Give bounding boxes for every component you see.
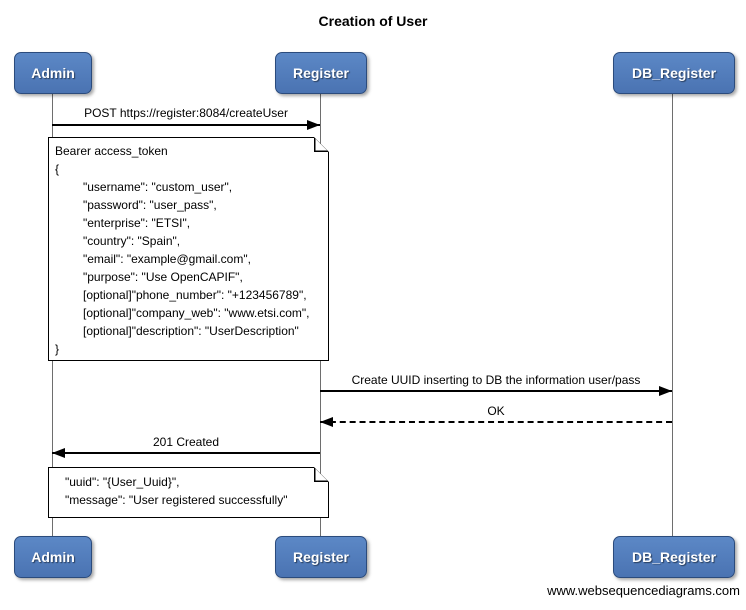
message-ok-line xyxy=(320,421,672,423)
actor-db-register-label: DB_Register xyxy=(631,65,717,81)
arrowhead-right-icon xyxy=(659,386,672,396)
message-create-uuid-label: Create UUID inserting to DB the informat… xyxy=(351,373,641,387)
actor-db-register-label: DB_Register xyxy=(631,549,717,565)
note-line: { xyxy=(55,162,60,176)
message-201-created-line xyxy=(52,452,320,454)
actor-admin-label: Admin xyxy=(31,65,75,81)
note-line: [optional]"phone_number": "+123456789", xyxy=(83,288,307,302)
note-line: "password": "user_pass", xyxy=(83,198,217,212)
note-line: "purpose": "Use OpenCAPIF", xyxy=(83,270,243,284)
actor-admin-label: Admin xyxy=(31,549,75,565)
note-line: Bearer access_token xyxy=(55,144,168,158)
diagram-title: Creation of User xyxy=(318,13,428,29)
actor-db-register-top: DB_Register xyxy=(613,52,735,94)
note-fold-icon xyxy=(314,137,329,152)
note-response-body: "uuid": "{User_Uuid}", "message": "User … xyxy=(48,467,329,518)
actor-admin-bottom: Admin xyxy=(14,536,92,578)
actor-register-label: Register xyxy=(292,549,350,565)
note-line: } xyxy=(55,342,60,356)
message-post-createuser-line xyxy=(52,124,320,126)
note-request-body: Bearer access_token { "username": "custo… xyxy=(48,137,329,361)
watermark-websequencediagrams: www.websequencediagrams.com xyxy=(547,583,740,598)
note-line: "uuid": "{User_Uuid}", xyxy=(65,475,180,489)
note-line: [optional]"description": "UserDescriptio… xyxy=(83,324,299,338)
note-line: "username": "custom_user", xyxy=(83,180,233,194)
arrowhead-left-icon xyxy=(320,417,333,427)
message-create-uuid-line xyxy=(320,390,672,392)
actor-db-register-bottom: DB_Register xyxy=(613,536,735,578)
note-line: "message": "User registered successfully… xyxy=(65,493,288,507)
actor-admin-top: Admin xyxy=(14,52,92,94)
arrowhead-right-icon xyxy=(307,120,320,130)
note-line: "enterprise": "ETSI", xyxy=(83,216,191,230)
note-line: "country": "Spain", xyxy=(83,234,181,248)
actor-register-top: Register xyxy=(275,52,367,94)
note-line: "email": "example@gmail.com", xyxy=(83,252,251,266)
message-post-createuser-label: POST https://register:8084/createUser xyxy=(84,106,288,120)
lifeline-db-register xyxy=(672,92,673,536)
note-fold-icon xyxy=(314,467,329,482)
message-ok-label: OK xyxy=(487,404,505,418)
message-201-created-label: 201 Created xyxy=(152,435,220,449)
note-line: [optional]"company_web": "www.etsi.com", xyxy=(83,306,310,320)
arrowhead-left-icon xyxy=(52,448,65,458)
actor-register-bottom: Register xyxy=(275,536,367,578)
actor-register-label: Register xyxy=(292,65,350,81)
